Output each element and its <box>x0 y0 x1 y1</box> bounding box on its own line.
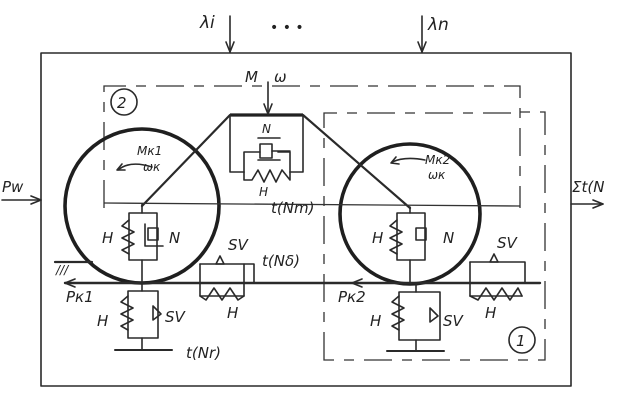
output-label: Σt(N <box>572 178 604 196</box>
tm-label: t(Nm) <box>271 199 314 217</box>
wheel2-moment-label: Mк2 <box>425 153 450 167</box>
wheel2-rotation-arrow <box>391 157 426 163</box>
central-dashpot-label: N <box>262 122 271 136</box>
wheel1-omega-label: ωк <box>143 160 161 174</box>
tr-label: t(Nr) <box>186 344 221 362</box>
wheel1-ground-sv-label: SV <box>165 308 187 326</box>
tb-label: t(Nδ) <box>262 252 300 270</box>
wheel1-dashpot-label: N <box>169 229 180 247</box>
output-arrow <box>570 199 604 209</box>
wheel2-ground-spring-label: H <box>370 312 381 330</box>
wheel1-moment-label: Mк1 <box>137 144 162 158</box>
wheel2-hub-element <box>389 206 427 284</box>
pk1-label: Pк1 <box>66 288 94 306</box>
pk2-arrow <box>351 278 363 288</box>
ground-hatch: /// <box>55 263 70 277</box>
wheel1-rotation-arrowhead <box>116 163 126 171</box>
subsystem-1-marker <box>508 326 536 354</box>
wheel1-hub-element <box>121 203 164 284</box>
input-arrow-lambda-i <box>225 15 235 53</box>
wheel2-omega-label: ωк <box>428 168 446 182</box>
wheel2-ground-sv-label: SV <box>443 312 465 330</box>
outer-frame <box>40 52 572 387</box>
wheel1-spring-label: H <box>102 229 113 247</box>
subsystem-2-marker <box>110 88 138 116</box>
lambda-n-label: λn <box>427 15 449 35</box>
subsystem-2-boundary <box>103 85 521 208</box>
right-sv-label: SV <box>497 234 519 252</box>
tb-element <box>199 255 255 301</box>
central-body <box>140 81 412 210</box>
wheel1-ground-support <box>114 282 173 351</box>
pk2-label: Pк2 <box>338 288 366 306</box>
pk1-arrow <box>64 278 76 288</box>
tb-spring-label: H <box>227 304 238 322</box>
ellipsis-label: • • • <box>270 20 304 36</box>
lambda-i-label: λi <box>199 13 215 33</box>
tb-sv-label: SV <box>228 236 250 254</box>
tm-line <box>103 202 521 207</box>
wheel2-rotation-arrowhead <box>390 156 400 165</box>
right-sv-element <box>469 253 526 301</box>
pw-label: Pw <box>2 178 24 196</box>
subsystem-1-boundary <box>323 111 546 361</box>
wheel1-ground-spring-label: H <box>97 312 108 330</box>
subsystem-1-number: 1 <box>516 332 526 350</box>
input-arrow-lambda-n <box>417 15 427 53</box>
central-spring-label: H <box>259 185 268 199</box>
wheel1-rotation-arrow <box>117 163 153 171</box>
pw-arrow <box>1 195 42 205</box>
wheel2-ground-support <box>386 282 445 352</box>
wheel2-spring-label: H <box>372 229 383 247</box>
wheel2-dashpot-label: N <box>443 229 454 247</box>
omega-label: ω <box>274 68 287 86</box>
moment-label: M <box>245 68 258 86</box>
subsystem-2-number: 2 <box>117 94 127 112</box>
right-spring-label: H <box>485 304 496 322</box>
